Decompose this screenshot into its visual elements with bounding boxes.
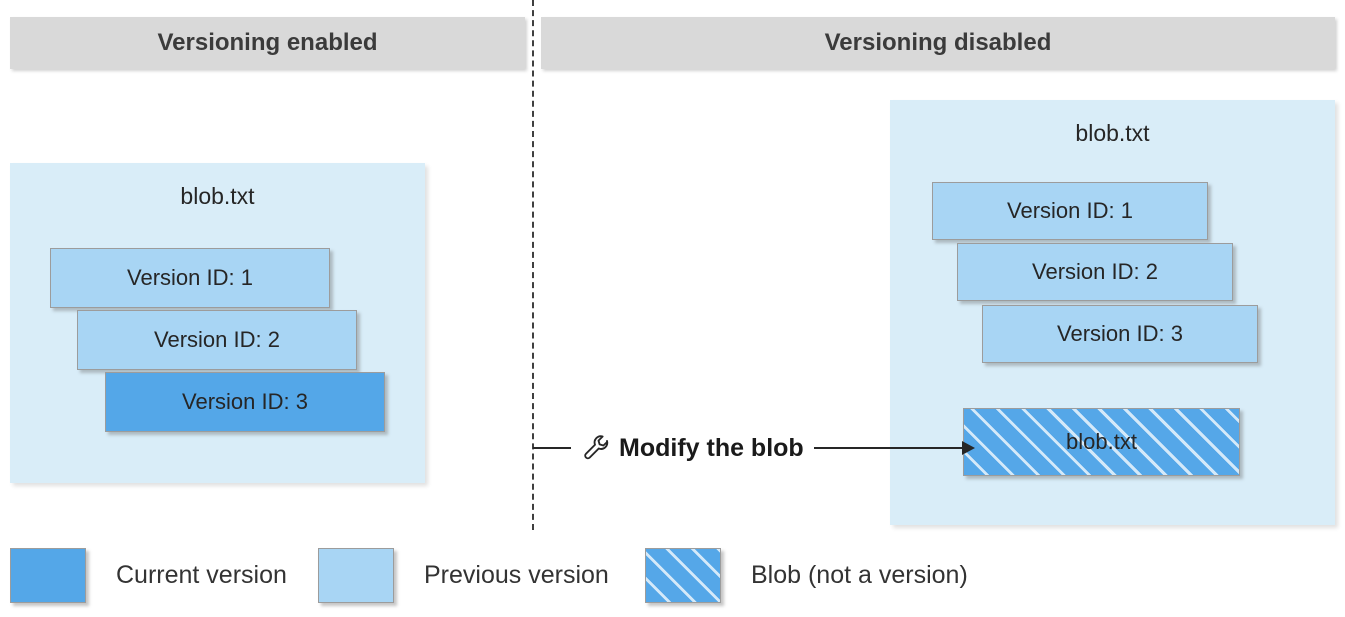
right-blob-title: blob.txt (1075, 120, 1150, 146)
modify-blob-arrow (813, 441, 975, 455)
legend-label-current: Current version (116, 561, 287, 589)
left-version-3-label: Version ID: 3 (182, 389, 308, 414)
legend-item-current: Current version (10, 548, 287, 603)
left-version-box-3-current: Version ID: 3 (105, 372, 385, 432)
left-version-2-label: Version ID: 2 (154, 327, 280, 352)
left-version-box-2: Version ID: 2 (77, 310, 357, 370)
legend-swatch-previous-version (318, 548, 394, 603)
right-blob-not-a-version-box: blob.txt (963, 408, 1240, 476)
right-blob-box-label: blob.txt (1066, 429, 1137, 454)
right-version-1-label: Version ID: 1 (1007, 198, 1133, 223)
left-panel-header: Versioning enabled (10, 17, 525, 69)
legend-label-previous: Previous version (424, 561, 609, 589)
left-panel-header-label: Versioning enabled (157, 29, 378, 56)
right-panel-header-label: Versioning disabled (824, 29, 1052, 56)
modify-blob-label: Modify the blob (619, 433, 804, 462)
left-version-box-1: Version ID: 1 (50, 248, 330, 308)
legend-item-blob: Blob (not a version) (645, 548, 968, 603)
right-panel-header: Versioning disabled (541, 17, 1335, 69)
right-version-2-label: Version ID: 2 (1032, 259, 1158, 284)
legend-label-blob: Blob (not a version) (751, 561, 968, 589)
arrow-line (813, 447, 962, 449)
legend-item-previous: Previous version (318, 548, 609, 603)
left-blob-container: blob.txt Version ID: 1 Version ID: 2 Ver… (10, 163, 425, 483)
left-version-1-label: Version ID: 1 (127, 265, 253, 290)
action-stub-line (533, 447, 571, 449)
right-version-3-label: Version ID: 3 (1057, 321, 1183, 346)
arrow-head-icon (962, 441, 975, 455)
left-blob-title: blob.txt (180, 183, 255, 209)
right-version-box-3: Version ID: 3 (982, 305, 1258, 363)
right-version-box-1: Version ID: 1 (932, 182, 1208, 240)
legend-swatch-current-version (10, 548, 86, 603)
legend-swatch-blob-not-a-version (645, 548, 721, 603)
right-version-box-2: Version ID: 2 (957, 243, 1233, 301)
modify-blob-action: Modify the blob (533, 420, 975, 476)
panel-divider-dashed-line (532, 0, 534, 530)
wrench-icon (584, 435, 609, 460)
